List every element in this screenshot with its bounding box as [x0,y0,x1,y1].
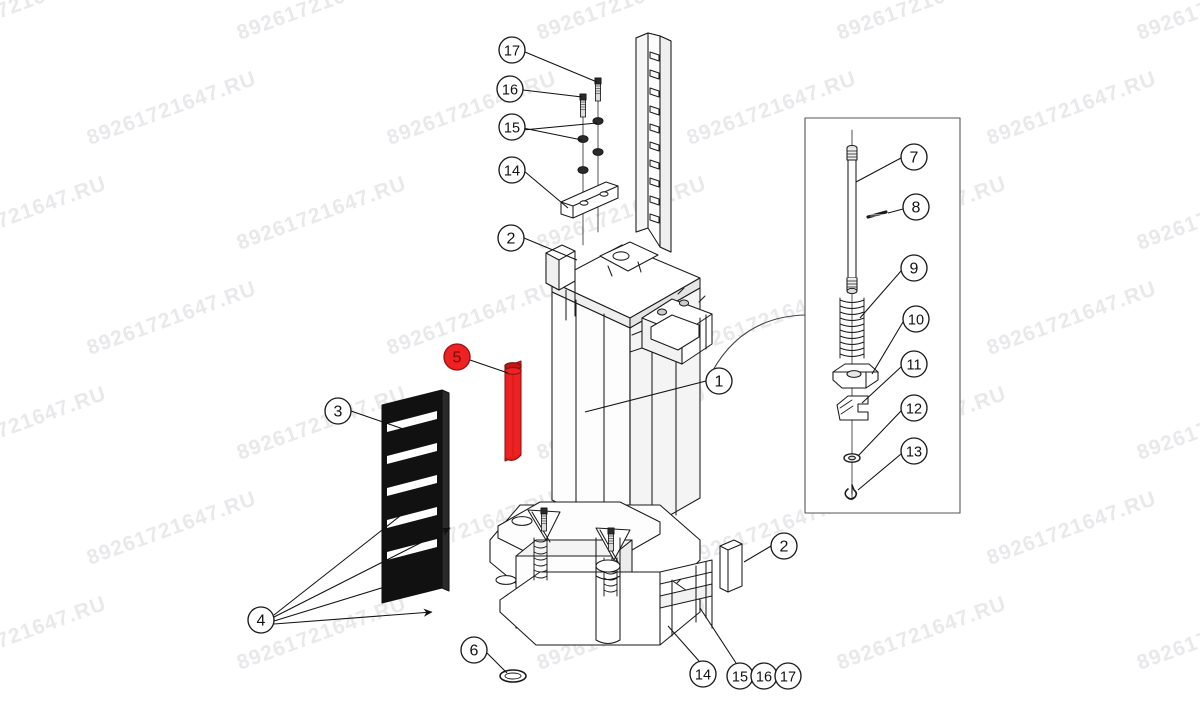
callout-circle [498,113,526,141]
callout-circle [902,193,930,221]
callout-number: 10 [908,312,924,328]
callout-bubble-13[interactable]: 13 [900,437,928,465]
callout-circle [443,343,471,371]
part-small-block [719,539,743,593]
callout-number: 13 [906,444,922,460]
callout-number: 17 [504,43,520,59]
callout-circle [247,606,275,634]
callout-bubble-7[interactable]: 7 [900,143,928,171]
callout-bubble-12[interactable]: 12 [900,394,928,422]
callout-circle [900,394,928,422]
callout-bubble-10[interactable]: 10 [902,305,930,333]
callout-circle [497,224,525,252]
callout-number: 16 [502,82,518,98]
callout-number: 1 [715,373,724,390]
callout-circle [902,305,930,333]
callout-number: 16 [756,669,772,685]
callout-number: 15 [732,669,748,685]
callout-bubble-17[interactable]: 17 [498,36,526,64]
callout-number: 9 [910,260,919,277]
part-red-pin [504,360,522,462]
callout-number: 6 [470,642,479,659]
callout-circle [900,254,928,282]
callout-number: 2 [780,538,789,555]
callout-number: 14 [504,163,520,179]
part-main-column [545,32,713,539]
callout-circle [900,350,928,378]
callout-number: 5 [453,349,462,366]
callout-number: 14 [695,667,711,683]
part-o-ring [499,669,527,683]
callout-circle [900,143,928,171]
leader-lines [273,51,904,674]
callout-bubble-4[interactable]: 4 [247,606,275,634]
callout-bubble-3[interactable]: 3 [324,397,352,425]
part-top-fastener-stack [560,77,619,246]
callout-number: 7 [910,149,919,166]
callout-number: 12 [906,401,922,417]
callout-circle [705,367,733,395]
callout-circle [460,636,488,664]
callout-circle [774,662,802,690]
callout-bubble-2[interactable]: 2 [770,532,798,560]
callout-bubble-2[interactable]: 2 [497,224,525,252]
callout-bubble-5[interactable]: 5 [443,343,471,371]
callout-bubble-9[interactable]: 9 [900,254,928,282]
part-base-frame [489,501,713,646]
callout-bubble-17[interactable]: 17 [774,662,802,690]
callout-circle [324,397,352,425]
callout-number: 8 [912,199,921,216]
callout-bubble-14[interactable]: 14 [498,156,526,184]
callout-circle [496,75,524,103]
callout-bubble-15[interactable]: 15 [498,113,526,141]
detail-inset-panel [711,117,961,514]
callout-number: 11 [906,357,921,373]
callout-bubble-6[interactable]: 6 [460,636,488,664]
callout-bubble-14[interactable]: 14 [689,660,717,688]
callout-bubble-8[interactable]: 8 [902,193,930,221]
part-grid-plate [381,389,450,604]
callout-circle [900,437,928,465]
callout-number: 4 [257,612,266,629]
callout-bubble-16[interactable]: 16 [750,662,778,690]
callout-circle [770,532,798,560]
callout-number: 2 [507,230,516,247]
callout-bubble-16[interactable]: 16 [496,75,524,103]
callout-circle [498,36,526,64]
callout-bubble-15[interactable]: 15 [726,662,754,690]
callout-bubble-11[interactable]: 11 [900,350,928,378]
callout-number: 3 [334,403,343,420]
callout-bubble-1[interactable]: 1 [705,367,733,395]
callout-number: 15 [504,120,520,136]
callout-circle [689,660,717,688]
callout-number: 17 [780,669,796,685]
callout-circle [498,156,526,184]
